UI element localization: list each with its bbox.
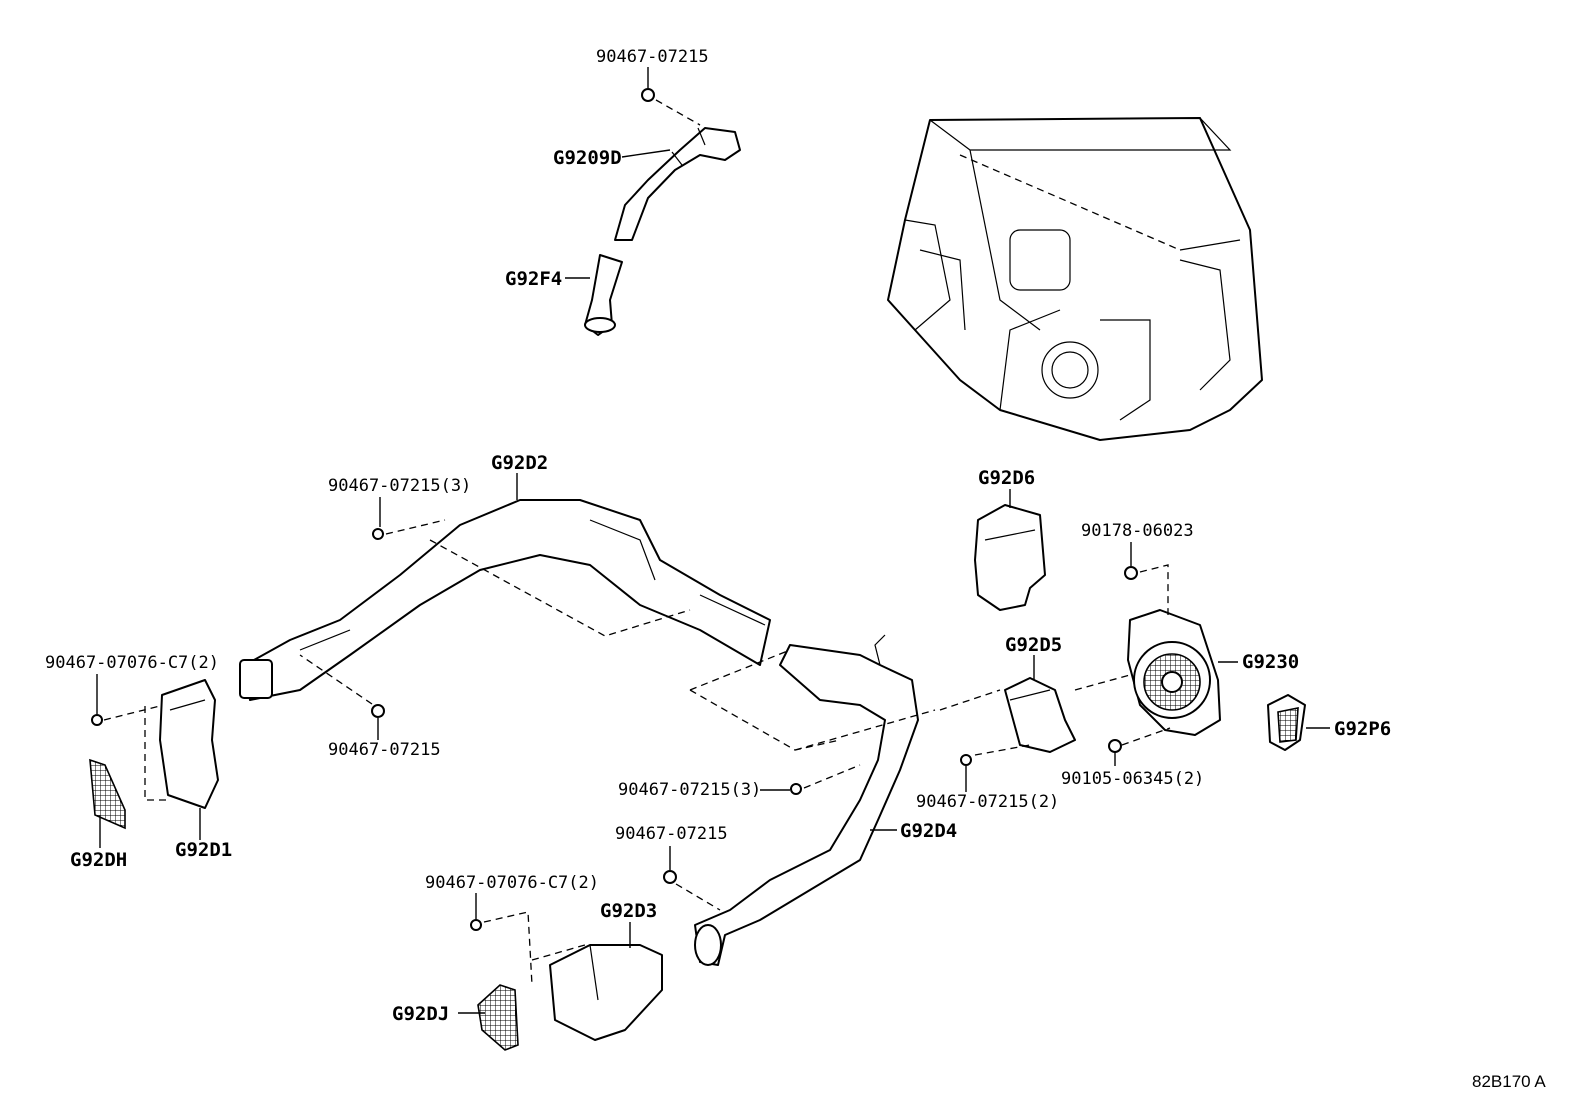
callout-screw-blower: 90105-06345(2) — [1061, 769, 1204, 789]
hvac-unit-assembly[interactable] — [887, 117, 1263, 441]
duct-g92f4[interactable] — [584, 254, 623, 336]
duct-g92d1[interactable] — [159, 679, 219, 809]
nut-blower[interactable] — [1124, 566, 1138, 580]
leader-lines — [96, 67, 1330, 1014]
bolt-d4-single[interactable] — [663, 870, 677, 884]
duct-g9209d[interactable] — [614, 127, 741, 241]
dash-d1-frame — [144, 706, 170, 801]
callout-nut-blower: 90178-06023 — [1081, 521, 1194, 541]
duct-g92d4[interactable] — [694, 634, 919, 966]
clip-left[interactable] — [91, 714, 103, 726]
bolt-d5[interactable] — [960, 754, 972, 766]
callout-duct-g92d4: G92D4 — [900, 820, 957, 842]
duct-g92d5[interactable] — [1004, 677, 1076, 753]
callout-bolt-d2-left: 90467-07215(3) — [328, 476, 471, 496]
callout-duct-g92f4: G92F4 — [505, 268, 562, 290]
clip-lower[interactable] — [470, 919, 482, 931]
bolt-d4-three[interactable] — [790, 783, 802, 795]
blower-g9230[interactable] — [1127, 609, 1221, 736]
dash-bolt-d4-single — [675, 883, 721, 911]
dash-clip-lower — [483, 911, 586, 986]
callout-bolt-d5: 90467-07215(2) — [916, 792, 1059, 812]
callout-bolt-d4-three: 90467-07215(3) — [618, 780, 761, 800]
bolt-d2-left[interactable] — [372, 528, 384, 540]
part-g92p6[interactable] — [1267, 694, 1306, 751]
callout-duct-g92d1: G92D1 — [175, 839, 232, 861]
callout-duct-g92d2: G92D2 — [491, 452, 548, 474]
duct-g92d2[interactable] — [239, 499, 771, 701]
callout-clip-left: 90467-07076-C7(2) — [45, 653, 219, 673]
dash-d2-to-d4 — [429, 539, 691, 637]
diagram-reference-code: 82B170 A — [1472, 1072, 1546, 1091]
callout-bolt-top: 90467-07215 — [596, 47, 709, 67]
callout-duct-g92d3: G92D3 — [600, 900, 657, 922]
duct-g92d3[interactable] — [549, 944, 663, 1041]
callout-part-g92p6: G92P6 — [1334, 718, 1391, 740]
screw-blower[interactable] — [1108, 739, 1122, 753]
callout-clip-lower: 90467-07076-C7(2) — [425, 873, 599, 893]
callout-bolt-d4-single: 90467-07215 — [615, 824, 728, 844]
dash-nut-blower — [1139, 564, 1169, 615]
dash-d5-frame — [939, 674, 1131, 756]
dash-bolt-d2-lower — [299, 654, 373, 705]
callout-duct-g92d6: G92D6 — [978, 467, 1035, 489]
screen-g92dj[interactable] — [477, 984, 519, 1051]
dash-bolt-top — [655, 99, 701, 126]
callout-screen-g92dj: G92DJ — [392, 1003, 449, 1025]
bolt-d2-lower[interactable] — [371, 704, 385, 718]
dash-d4-frame — [689, 649, 936, 751]
callout-bolt-d2-lower: 90467-07215 — [328, 740, 441, 760]
callout-duct-g9209d: G9209D — [553, 147, 622, 169]
callout-blower-g9230: G9230 — [1242, 651, 1299, 673]
bolt-top[interactable] — [641, 88, 655, 102]
dash-bolt-d2-left — [385, 519, 446, 535]
callout-screen-g92dh: G92DH — [70, 849, 127, 871]
screen-g92dh[interactable] — [89, 758, 126, 830]
dash-screw-blower — [1121, 727, 1171, 746]
dash-clip-left — [103, 705, 161, 721]
dash-bolt-d4-three — [803, 764, 861, 789]
callout-duct-g92d5: G92D5 — [1005, 634, 1062, 656]
duct-g92d6[interactable] — [974, 504, 1046, 611]
